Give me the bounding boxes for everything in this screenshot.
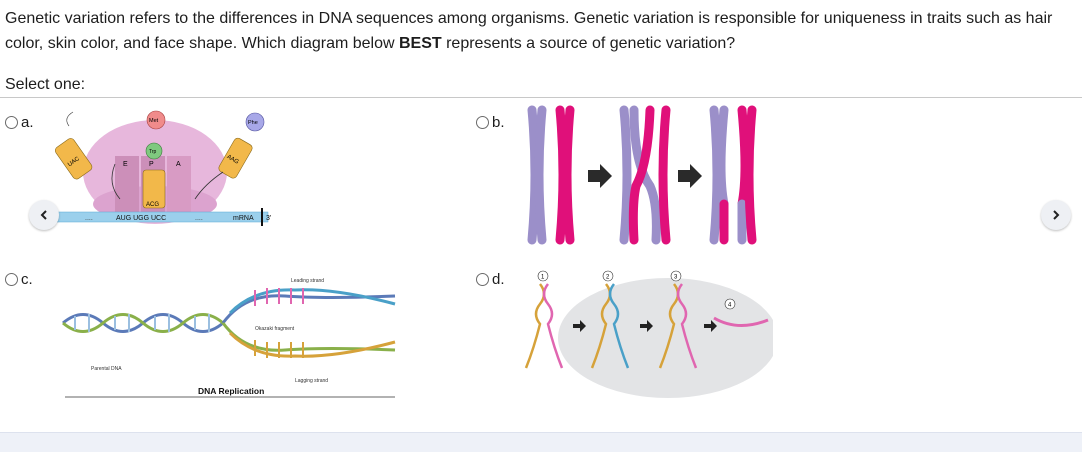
mrna-label: mRNA: [233, 215, 254, 222]
dna-unzip-3: [658, 283, 698, 369]
site-a: [167, 156, 191, 216]
option-b[interactable]: b.: [476, 114, 505, 131]
option-c-letter: c.: [21, 271, 33, 288]
trna-left: UAC: [54, 138, 93, 180]
step-4-badge: [724, 298, 736, 310]
cell-nucleus: [558, 278, 778, 398]
mrna-sequence: AUG UGG UCC: [116, 215, 166, 222]
question-emphasis: BEST: [398, 35, 442, 52]
option-a-radio[interactable]: [5, 116, 18, 129]
option-d-letter: d.: [492, 271, 505, 288]
option-b-radio[interactable]: [476, 116, 489, 129]
option-d-radio[interactable]: [476, 273, 489, 286]
amino-met-label: Met: [149, 118, 159, 124]
lagging-strand-label: Lagging strand: [295, 378, 328, 384]
lagging-strand-helix: [221, 322, 396, 358]
option-b-letter: b.: [492, 114, 505, 131]
chevron-left-icon: [40, 210, 47, 220]
site-e-label: E: [123, 161, 128, 168]
amino-phe: [245, 112, 265, 132]
arrow-right-icon: [573, 320, 586, 332]
arrow-right-icon: [704, 320, 717, 332]
mrna-dots-right: ....: [195, 215, 203, 222]
option-c[interactable]: c.: [5, 271, 33, 288]
dna-unzip-1: [524, 283, 564, 369]
site-p-label: P: [149, 161, 154, 168]
amino-met: [146, 110, 166, 130]
divider: [0, 97, 1082, 98]
chromosome-pair-2: [619, 105, 671, 245]
step-3-badge: [670, 270, 682, 282]
option-d-diagram[interactable]: 1 2 3 4: [518, 268, 778, 403]
amino-trp: [145, 142, 163, 160]
arrow-right-icon: [678, 164, 702, 188]
arrow-right-icon: [640, 320, 653, 332]
option-b-diagram[interactable]: [518, 104, 773, 246]
option-a[interactable]: a.: [5, 114, 34, 131]
mrna-dots-left: ....: [85, 215, 93, 222]
option-d[interactable]: d.: [476, 271, 505, 288]
question-text: Genetic variation refers to the differen…: [5, 10, 1053, 52]
amino-phe-label: Phe: [248, 120, 258, 126]
trna-middle: [142, 169, 166, 209]
step-1-badge: [537, 270, 549, 282]
chevron-right-icon: [1053, 210, 1060, 220]
option-a-letter: a.: [21, 114, 34, 131]
dna-replication-title: DNA Replication: [198, 386, 264, 396]
arrow-right-icon: [588, 164, 612, 188]
chromosome-pair-1: [527, 105, 575, 245]
step-3-label: 3: [674, 275, 678, 281]
step-4-label: 4: [728, 303, 732, 309]
leading-strand-helix: [221, 288, 396, 324]
parental-dna-helix: [62, 313, 224, 333]
step-1-label: 1: [541, 275, 545, 281]
step-2-label: 2: [606, 275, 610, 281]
option-c-radio[interactable]: [5, 273, 18, 286]
amino-trp-label: Trp: [149, 149, 157, 155]
select-one-label: Select one:: [5, 76, 86, 93]
previous-button[interactable]: [29, 200, 59, 230]
okazaki-label: Okazaki fragment: [255, 326, 295, 332]
svg-text:AAG: AAG: [226, 154, 240, 166]
site-a-label: A: [176, 161, 181, 168]
parental-dna-label: Parental DNA: [91, 366, 122, 372]
mrna-strand: [713, 316, 769, 327]
three-prime-label: 3': [266, 215, 271, 222]
trna-right: AAG: [218, 137, 253, 179]
chromosome-pair-3: [709, 105, 757, 245]
option-a-diagram[interactable]: E P A .... AUG UGG UCC .... mRNA 3' UAC …: [45, 104, 277, 239]
bottom-bar: [0, 432, 1082, 452]
leading-strand-label: Leading strand: [291, 278, 324, 284]
step-2-badge: [602, 270, 614, 282]
anticodon-acg: ACG: [146, 202, 159, 208]
next-button[interactable]: [1041, 200, 1071, 230]
option-c-diagram[interactable]: Leading strand Okazaki fragment Lagging …: [55, 268, 413, 404]
dna-unzip-2: [590, 283, 630, 369]
site-e: [115, 156, 139, 216]
